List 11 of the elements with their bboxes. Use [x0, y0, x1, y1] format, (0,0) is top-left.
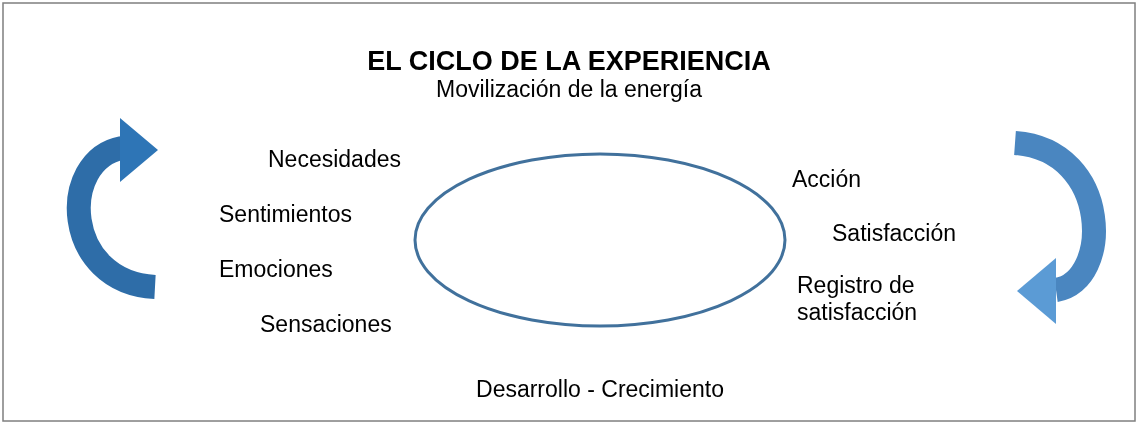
cycle-label: Satisfacción [832, 220, 956, 247]
cycle-label: Sensaciones [260, 311, 392, 338]
cycle-label: Desarrollo - Crecimiento [475, 376, 725, 403]
cycle-label: Acción [792, 166, 862, 193]
cycle-label: Necesidades [268, 146, 401, 173]
cycle-label: Registro de satisfacción [797, 272, 919, 326]
cycle-label: Movilización de la energía [435, 76, 703, 103]
cycle-label: Sentimientos [219, 201, 352, 228]
cycle-label: Emociones [219, 256, 333, 283]
cycle-ellipse [413, 152, 787, 328]
title: EL CICLO DE LA EXPERIENCIA [366, 46, 772, 77]
